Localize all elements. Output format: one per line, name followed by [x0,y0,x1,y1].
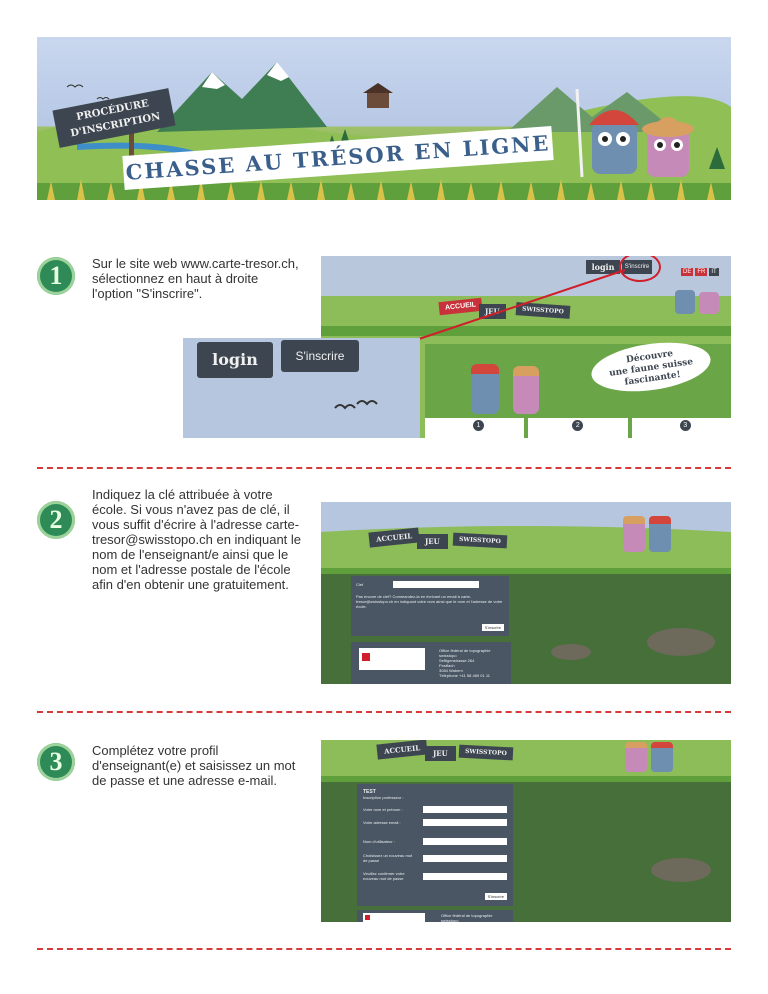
key-input[interactable] [393,581,480,588]
zoom-login-button[interactable]: login [197,342,273,378]
footer-panel: Office fédéral de topographie swisstopo [357,910,513,922]
highlight-circle [619,256,661,282]
step-2-screenshot: ACCUEIL JEU SWISSTOPO Clef Pas encore de… [321,502,731,684]
login-link[interactable]: login [586,260,620,274]
nav-jeu[interactable]: JEU [425,746,456,761]
nav-jeu[interactable]: JEU [417,534,448,549]
lang-de[interactable]: DE [681,268,694,276]
password-input[interactable] [423,854,507,862]
card-3[interactable]: 3 [631,418,731,438]
key-form-panel: Clef Pas encore de clef? Commandez-la en… [351,576,509,636]
divider-2 [37,711,731,713]
character-pink-large [513,366,539,414]
lang-it[interactable]: IT [709,268,719,276]
form-heading: TEST [363,789,376,795]
footer-address: Office fédéral de topographie swisstopo … [439,648,491,678]
divider-1 [37,467,731,469]
language-switcher: DE FR IT [681,268,719,276]
step-2-badge: 2 [37,501,75,539]
name-input[interactable] [423,806,507,813]
nav-swisstopo[interactable]: SWISSTOPO [452,532,508,549]
character-pink [623,516,645,552]
card-1[interactable]: 1 [425,418,525,438]
email-input[interactable] [423,819,507,826]
profile-form-panel: TEST Inscription professeur : Votre nom … [357,784,513,906]
username-input[interactable] [423,838,507,845]
footer-office: Office fédéral de topographie swisstopo [441,913,493,922]
submit-button[interactable]: S'inscrire [481,624,504,631]
step-3-badge: 3 [37,743,75,781]
character-blue [675,290,695,314]
swiss-confederation-logo [363,913,425,922]
step-1-text: Sur le site web www.carte-tresor.ch, sél… [92,256,299,301]
step-2-text: Indiquez la clé attribuée à votre école.… [92,487,302,592]
password-confirm-input[interactable] [423,872,507,880]
lang-fr[interactable]: FR [695,268,708,276]
character-blue [651,742,673,772]
key-label: Clef [356,582,364,587]
key-note: Pas encore de clef? Commandez-la en écri… [356,594,503,609]
header-banner: PROCÉDURE D'INSCRIPTION CHASSE AU TRÉSOR… [37,37,731,200]
swiss-confederation-logo [359,648,425,670]
form-subheading: Inscription professeur : [363,795,404,800]
footer-panel: Office fédéral de topographie swisstopo … [351,642,511,684]
character-blue [649,516,671,552]
zoom-inset: login S'inscrire [183,338,420,438]
swiss-flag-icon [362,653,370,661]
divider-3 [37,948,731,950]
swiss-flag-icon [365,915,370,920]
birds-icon [334,400,378,410]
card-2[interactable]: 2 [528,418,628,438]
step-3-text: Complétez votre profil d'enseignant(e) e… [92,743,296,788]
zoom-signup-button[interactable]: S'inscrire [281,340,359,372]
character-pink [625,742,647,772]
nav-swisstopo[interactable]: SWISSTOPO [458,744,514,761]
character-blue-large [471,364,499,414]
step-1-badge: 1 [37,257,75,295]
character-pink [699,292,719,314]
nav-jeu[interactable]: JEU [479,304,506,319]
submit-button[interactable]: S'inscrire [484,893,507,900]
cards-row: 1 2 3 [425,418,731,438]
step-3-screenshot: ACCUEIL JEU SWISSTOPO TEST Inscription p… [321,740,731,922]
